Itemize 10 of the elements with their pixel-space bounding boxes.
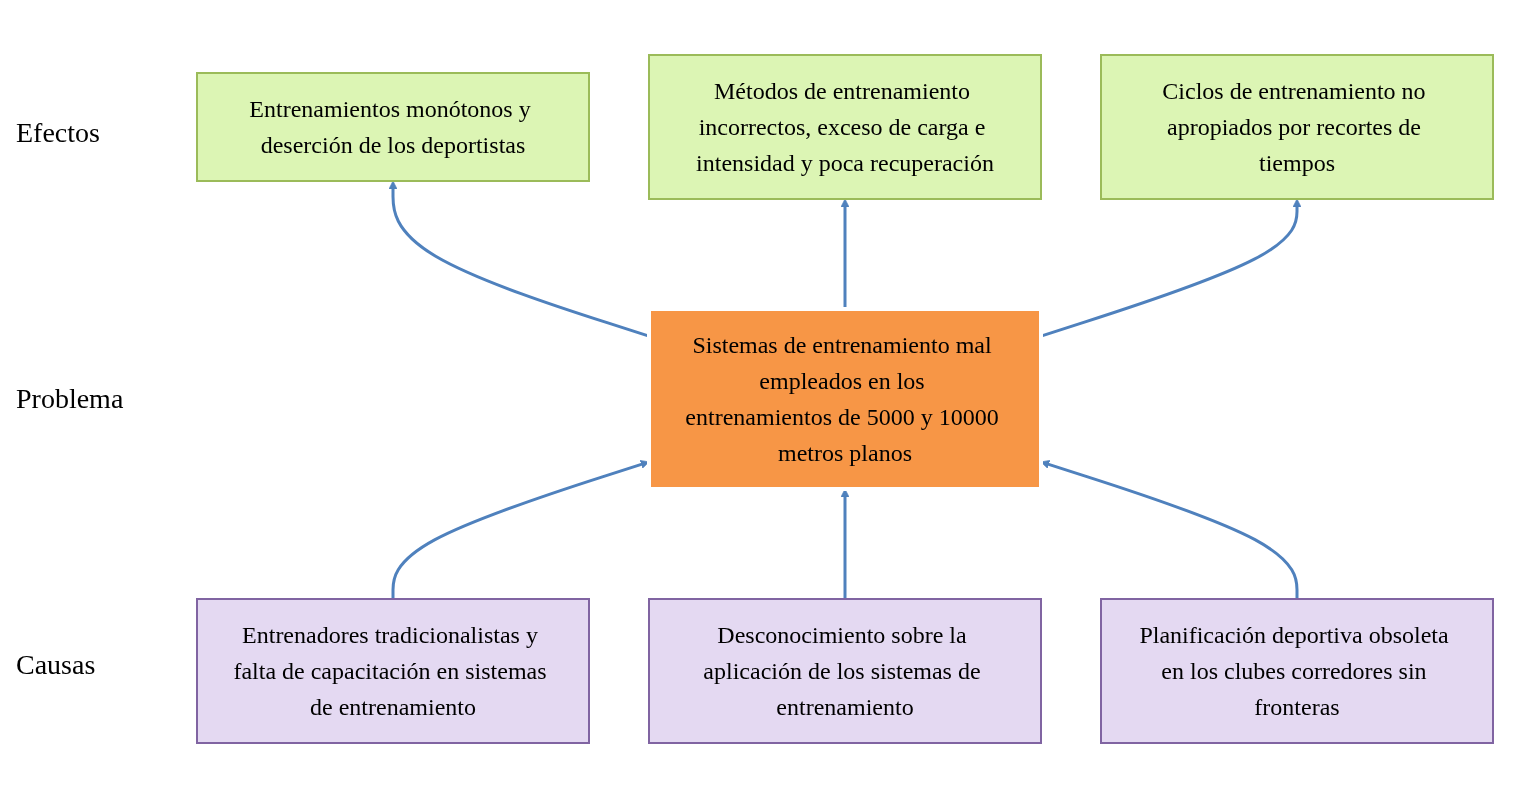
arrow <box>840 198 850 309</box>
node-box: Planificación deportiva obsoleta en los clubes corredores sin fronteras <box>1100 598 1494 744</box>
node-box: Ciclos de entrenamiento no apropiados por recortes de tiempos <box>1100 54 1494 200</box>
row-label: Efectos <box>16 117 101 149</box>
node-box: Métodos de entrenamiento incorrectos, exceso de carga e intensidad y poca recuperación <box>648 54 1042 200</box>
node-box: Entrenamientos monótonos y deserción de los deportistas <box>196 72 590 182</box>
node-box: Entrenadores tradicionalistas y falta de capacitación en sistemas de entrenamiento <box>196 598 590 744</box>
row-label: Causas <box>16 649 97 681</box>
row-label: Problema <box>16 383 125 415</box>
node-box: Desconocimiento sobre la aplicación de los sistemas de entrenamiento <box>648 598 1042 744</box>
